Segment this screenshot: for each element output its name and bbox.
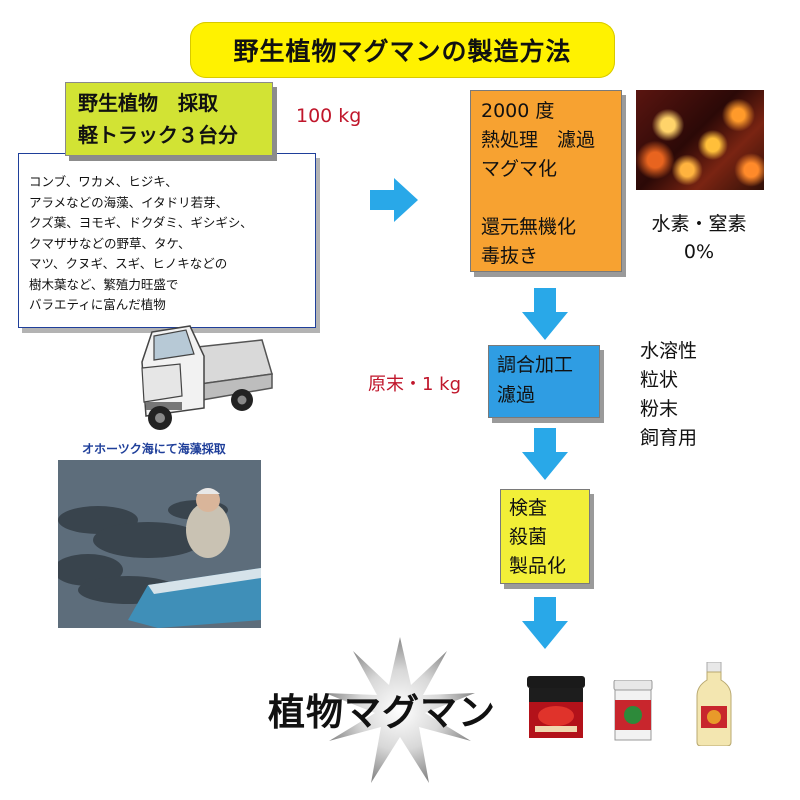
sea-photo-caption: オホーツク海にて海藻採取 [82, 442, 226, 456]
plant-list-box: コンブ、ワカメ、ヒジキ、 アラメなどの海藻、イタドリ若芽、 クズ葉、ヨモギ、ドク… [18, 153, 316, 328]
heat-treatment-box: 2000 度 熱処理 濾過 マグマ化 還元無機化 毒抜き [470, 90, 622, 272]
down-arrow-icon [522, 428, 568, 480]
heat-line-2: 熱処理 濾過 [481, 129, 596, 151]
raw-powder-label: 原末・1 kg [368, 374, 462, 395]
product-forms-label: 水溶性 粒状 粉末 飼育用 [640, 340, 698, 449]
down-arrow-icon [522, 597, 568, 649]
truck-icon [141, 325, 273, 430]
starburst-icon [325, 637, 475, 783]
title-text: 野生植物マグマンの製造方法 [233, 37, 572, 66]
inspect-line-3: 製品化 [509, 555, 567, 577]
heat-line-3: マグマ化 [481, 158, 558, 180]
heat-line-4: 還元無機化 [481, 216, 577, 238]
harvest-line-2: 軽トラック３台分 [78, 123, 238, 147]
sea-harvest-photo [58, 460, 261, 628]
heat-line-5: 毒抜き [481, 245, 539, 267]
gas-line-2: 0% [683, 241, 715, 263]
inspection-box: 検査 殺菌 製品化 [500, 489, 590, 584]
product-jar-icon [527, 676, 585, 738]
blend-line-1: 調合加工 [497, 354, 574, 376]
down-arrow-icon [522, 288, 568, 340]
harvest-line-1: 野生植物 採取 [78, 91, 218, 115]
gas-label: 水素・窒素 0% [632, 210, 766, 266]
magma-image [636, 90, 764, 190]
diagram-title: 野生植物マグマンの製造方法 [190, 22, 615, 78]
sea-harvest-illustration [58, 460, 261, 628]
harvest-box: 野生植物 採取 軽トラック３台分 [65, 82, 273, 156]
inspect-line-2: 殺菌 [509, 526, 548, 548]
weight-label: 100 kg [296, 105, 362, 127]
product-jar-icon [613, 680, 653, 741]
right-arrow-icon [370, 178, 418, 222]
product-bottle-icon [696, 662, 732, 746]
product-name: 植物マグマン [268, 691, 496, 734]
blend-line-2: 濾過 [497, 384, 536, 406]
inspect-line-1: 検査 [509, 497, 548, 519]
blend-process-box: 調合加工 濾過 [488, 345, 600, 418]
heat-line-1: 2000 度 [481, 100, 555, 122]
gas-line-1: 水素・窒素 [651, 213, 747, 235]
